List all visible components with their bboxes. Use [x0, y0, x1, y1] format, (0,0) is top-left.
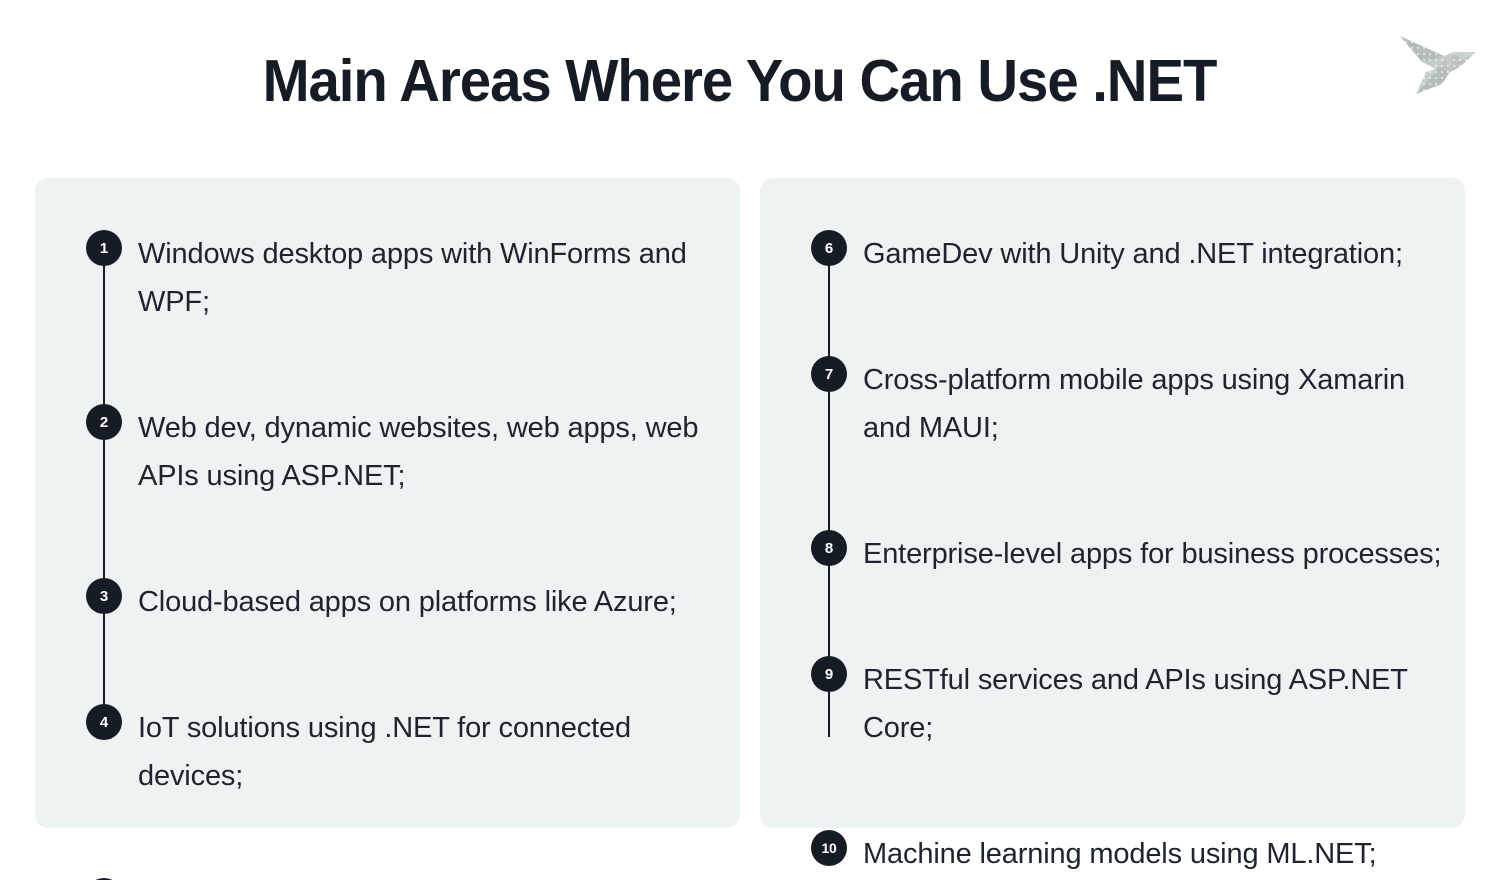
list-item[interactable]: 6 GameDev with Unity and .NET integratio… — [811, 230, 1447, 278]
list-item-label: Machine learning models using ML.NET; — [863, 838, 1377, 870]
timeline-rail — [828, 251, 830, 737]
step-badge: 7 — [811, 356, 847, 392]
timeline-rail — [103, 251, 105, 737]
step-badge: 5 — [86, 878, 122, 880]
list-item[interactable]: 5 Microservices; — [86, 878, 722, 880]
list-item[interactable]: 7 Cross-platform mobile apps using Xamar… — [811, 356, 1447, 452]
step-badge: 4 — [86, 704, 122, 740]
step-badge: 6 — [811, 230, 847, 266]
origami-bird-logo-icon — [1392, 22, 1484, 102]
list-item[interactable]: 8 Enterprise-level apps for business pro… — [811, 530, 1447, 578]
panels-container: 1 Windows desktop apps with WinForms and… — [35, 178, 1465, 880]
step-badge: 10 — [811, 830, 847, 866]
step-badge: 8 — [811, 530, 847, 566]
list-item-label: IoT solutions using .NET for connected d… — [138, 712, 631, 792]
list-item-label: Cross-platform mobile apps using Xamarin… — [863, 364, 1405, 444]
list-item-label: Enterprise-level apps for business proce… — [863, 538, 1442, 570]
list-item-label: GameDev with Unity and .NET integration; — [863, 238, 1403, 270]
list-item[interactable]: 2 Web dev, dynamic websites, web apps, w… — [86, 404, 722, 500]
list-item[interactable]: 9 RESTful services and APIs using ASP.NE… — [811, 656, 1447, 752]
list-item[interactable]: 10 Machine learning models using ML.NET; — [811, 830, 1447, 878]
list-item[interactable]: 4 IoT solutions using .NET for connected… — [86, 704, 722, 800]
timeline-left: 1 Windows desktop apps with WinForms and… — [86, 230, 722, 880]
page-title: Main Areas Where You Can Use .NET — [262, 48, 1218, 114]
step-badge: 3 — [86, 578, 122, 614]
step-badge: 9 — [811, 656, 847, 692]
list-item[interactable]: 1 Windows desktop apps with WinForms and… — [86, 230, 722, 326]
step-badge: 1 — [86, 230, 122, 266]
right-panel: 6 GameDev with Unity and .NET integratio… — [760, 178, 1465, 870]
list-item-label: Windows desktop apps with WinForms and W… — [138, 238, 687, 318]
left-panel: 1 Windows desktop apps with WinForms and… — [35, 178, 740, 880]
list-item-label: Cloud-based apps on platforms like Azure… — [138, 586, 677, 618]
list-item-label: RESTful services and APIs using ASP.NET … — [863, 664, 1408, 744]
step-badge: 2 — [86, 404, 122, 440]
list-item[interactable]: 3 Cloud-based apps on platforms like Azu… — [86, 578, 722, 626]
list-item-label: Web dev, dynamic websites, web apps, web… — [138, 412, 699, 492]
timeline-right: 6 GameDev with Unity and .NET integratio… — [811, 230, 1447, 870]
